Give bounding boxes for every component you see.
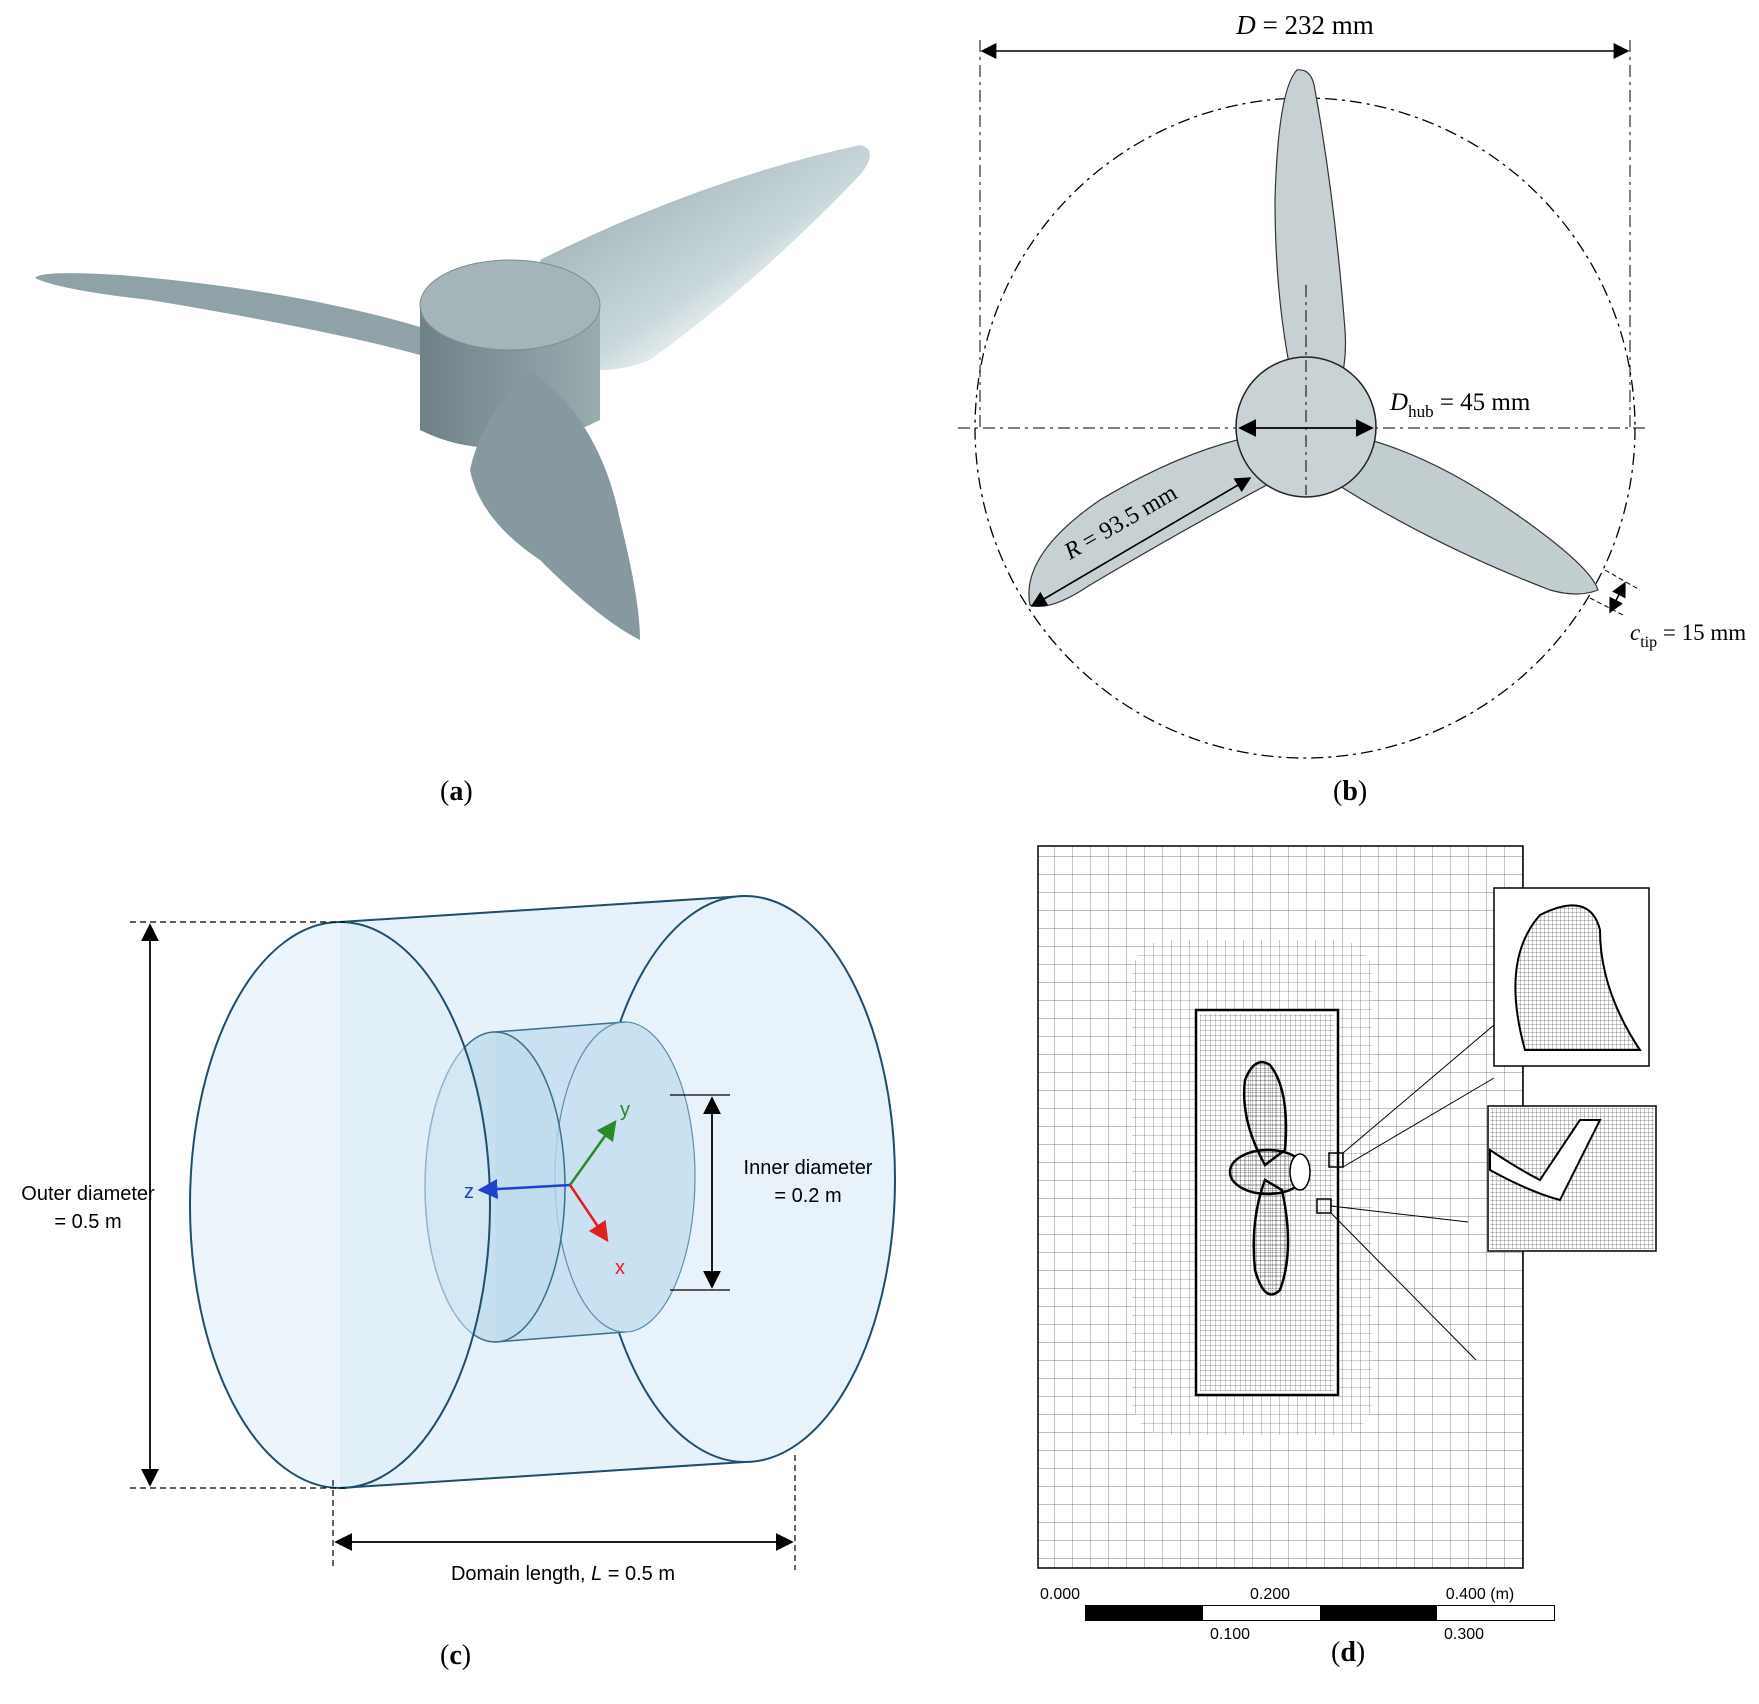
- scale-label-300: 0.300: [1443, 1626, 1485, 1643]
- scale-label-200: 0.200: [1250, 1586, 1290, 1603]
- outer-diameter-label-2: = 0.5 m: [54, 1211, 121, 1233]
- blade-left: [35, 273, 430, 355]
- propeller-front-view: D = 232 mm Dhub = 45 mm R = 93.5 mm ctip…: [958, 10, 1746, 759]
- tip-extension-2: [1604, 569, 1641, 591]
- outer-diameter-label-1: Outer diameter: [21, 1183, 155, 1205]
- scale-segment-3: [1320, 1606, 1437, 1620]
- hub-label: Dhub = 45 mm: [1389, 389, 1531, 421]
- panel-d-mesh: 0.000 0.200 0.400 (m) 0.100 0.300 (d): [1000, 820, 1759, 1704]
- panel-c-computational-domain: z y x Outer diameter = 0.5 m Inner diame…: [0, 840, 900, 1704]
- scale-label-0: 0.000: [1040, 1586, 1080, 1603]
- zoom-line-tip-1: [1342, 1024, 1495, 1154]
- mesh-cross-section: 0.000 0.200 0.400 (m): [1037, 845, 1657, 1603]
- panel-b-dimension-drawing: D = 232 mm Dhub = 45 mm R = 93.5 mm ctip…: [950, 0, 1759, 807]
- scale-bar: [1085, 1605, 1555, 1621]
- diameter-label: D = 232 mm: [1235, 10, 1373, 40]
- x-axis-arrow: [568, 1184, 609, 1243]
- inset-tip-mesh: [1514, 904, 1642, 1051]
- y-axis-label: y: [620, 1099, 630, 1121]
- blade-upper-right: [540, 145, 870, 370]
- tip-chord-label: ctip = 15 mm: [1630, 620, 1746, 651]
- zoom-line-root-2: [1330, 1212, 1477, 1361]
- scale-segment-1: [1086, 1606, 1203, 1620]
- tip-extension-1: [1589, 597, 1626, 617]
- hub-top: [419, 259, 601, 351]
- blade-lower: [470, 370, 640, 640]
- outer-front-face: [189, 921, 491, 1489]
- inset-root-fillet: [1489, 1119, 1602, 1202]
- domain-length-label: Domain length, L = 0.5 m: [451, 1563, 675, 1585]
- panel-a-propeller-render: (a): [0, 0, 880, 807]
- outer-bottom-edge: [339, 1461, 746, 1489]
- mesh-hub-cap: [1289, 1153, 1311, 1191]
- inner-bottom-edge: [494, 1331, 626, 1343]
- scale-label-400: 0.400 (m): [1446, 1586, 1514, 1603]
- outer-top-edge: [339, 895, 746, 923]
- scale-segment-4: [1437, 1606, 1554, 1620]
- caption-b: (b): [1333, 776, 1368, 807]
- x-axis-label: x: [615, 1257, 625, 1279]
- z-axis-arrow: [477, 1179, 571, 1200]
- blade-top: [1274, 69, 1347, 431]
- zoom-marker-tip: [1328, 1152, 1344, 1168]
- caption-d: (d): [1331, 1637, 1366, 1668]
- z-axis-label: z: [464, 1181, 474, 1203]
- radius-arrow: [1030, 477, 1252, 607]
- caption-c: (c): [440, 1640, 472, 1671]
- y-axis-arrow: [568, 1119, 617, 1186]
- caption-a: (a): [440, 776, 473, 807]
- inner-top-edge: [494, 1021, 626, 1033]
- zoom-line-tip-2: [1342, 1077, 1495, 1168]
- mesh-blade-upper: [1242, 1060, 1288, 1167]
- propeller-3d-illustration: [35, 145, 870, 640]
- scale-segment-2: [1203, 1606, 1320, 1620]
- mesh-blade-lower: [1252, 1178, 1290, 1296]
- inner-diameter-label-1: Inner diameter: [744, 1157, 873, 1179]
- blade-right: [1314, 429, 1599, 595]
- zoom-line-root-1: [1330, 1205, 1469, 1223]
- scale-label-100: 0.100: [1209, 1626, 1251, 1643]
- tip-chord-arrow: [1609, 581, 1626, 614]
- inner-diameter-label-2: = 0.2 m: [774, 1185, 841, 1207]
- domain-cylinder-diagram: z y x Outer diameter = 0.5 m Inner diame…: [21, 895, 896, 1585]
